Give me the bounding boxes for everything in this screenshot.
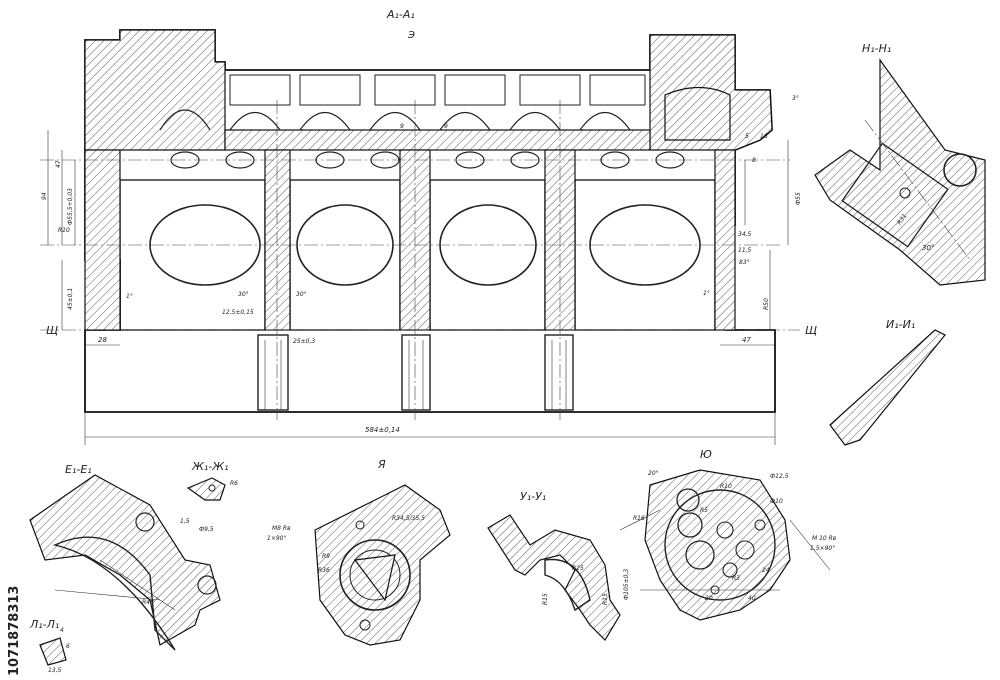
dim-30b: 30° [296,291,307,298]
bulkheads [84,149,736,331]
dim-m10: M 10 Rв [812,535,837,542]
dim-r25: R25 [572,565,584,572]
dim-30a: 30° [238,291,249,298]
cut-mark-left: Щ [46,324,58,337]
view-ya [314,484,451,646]
dim-r48: R48 [142,599,154,606]
dim-r15b: R15 [602,593,609,605]
dim-r36: R36 [318,567,330,574]
dim-f10: Ф10 [770,498,783,505]
title-h1: Н₁-Н₁ [862,42,891,55]
water-jacket-cells [229,74,646,106]
dim-overall: 584±0,14 [365,426,400,434]
main-bearing-legs [257,334,574,411]
dim-f9-5: Ф9,5 [199,526,214,533]
title-zh1: Ж₁-Ж₁ [191,460,229,473]
title-yu: Ю [700,448,712,461]
dim-d105: Ф105±0,3 [623,569,630,600]
stock-id-vertical: 1071878313 [7,585,22,676]
title-ya: Я [377,458,386,471]
dim-40: 40 [748,595,756,602]
dim-47: 47 [742,336,751,344]
dim-r10b: R10 [720,483,732,490]
dim-9a: 9 [400,123,404,130]
dim-r5: R5 [700,507,708,514]
dim-r34: R34,5/35,5 [392,515,425,522]
main-section-view [40,29,800,445]
dim-r9: R9 [322,553,330,560]
cut-mark-right: Щ [805,324,817,337]
dim-20: 20 [705,595,713,602]
view-yu [619,469,831,621]
dim-a20: 20° [648,470,659,477]
dim-d55r: Ф55 [795,192,802,205]
dim-m8b: 1×90° [267,535,286,542]
dim-47v: 47 [55,160,62,168]
dim-r16: R16 [633,515,645,522]
dim-12: 12,5±0,15 [222,309,254,316]
dim-d55: Ф55,5+0,03 [67,188,74,225]
dim-1b: 1° [703,290,710,297]
dim-r3: R3 [732,575,740,582]
title-l1: Л₁-Л₁ [29,618,59,631]
title-i1: И₁-И₁ [886,318,915,331]
dim-m10b: 1,5×90° [810,545,835,552]
section-i1 [829,329,946,446]
cylinder-domes [159,86,731,141]
dim-r6: R6 [230,480,238,487]
section-e1 [29,474,221,651]
title-u1: У₁-У₁ [520,490,546,503]
dim-4: 4 [60,627,64,634]
dim-25: 25±0,3 [293,338,315,345]
dim-r15a: R15 [542,593,549,605]
dim-6: 6 [66,643,70,650]
dim-1a: 1° [126,293,133,300]
dim-11: 11,5 [738,247,752,254]
dim-34: 34,5 [738,231,752,238]
dim-f12: Ф12,5 [770,473,789,480]
dim-a30: 30° [922,244,934,252]
dim-m8: M8 Rв [272,525,291,532]
left-wall-section [84,29,226,151]
deck-section [224,129,651,151]
dim-5: 5 [745,133,749,140]
section-u1 [487,514,621,641]
dim-3: 3° [792,95,799,102]
title-main: А₁-А₁ [386,8,415,21]
dim-83: 83° [739,259,750,266]
dim-1-5: 1,5 [180,518,190,525]
dim-24: 24 [762,567,770,574]
dim-r50: R50 [763,298,770,310]
section-h1 [814,58,986,286]
dim-28: 28 [98,336,107,344]
dim-13-5: 13,5 [48,667,62,674]
section-l1 [39,637,67,666]
dim-9b: 9 [444,123,448,130]
dim-r10: R10 [58,227,70,234]
view-mark-e: Э [407,30,415,41]
dim-94: 94 [41,192,48,200]
dim-8: 8 [752,157,756,164]
dim-45: 45±0,1 [67,288,74,310]
dim-16: 16 [760,133,768,140]
section-zh1 [186,477,226,501]
title-e1: Е₁-Е₁ [65,463,92,476]
